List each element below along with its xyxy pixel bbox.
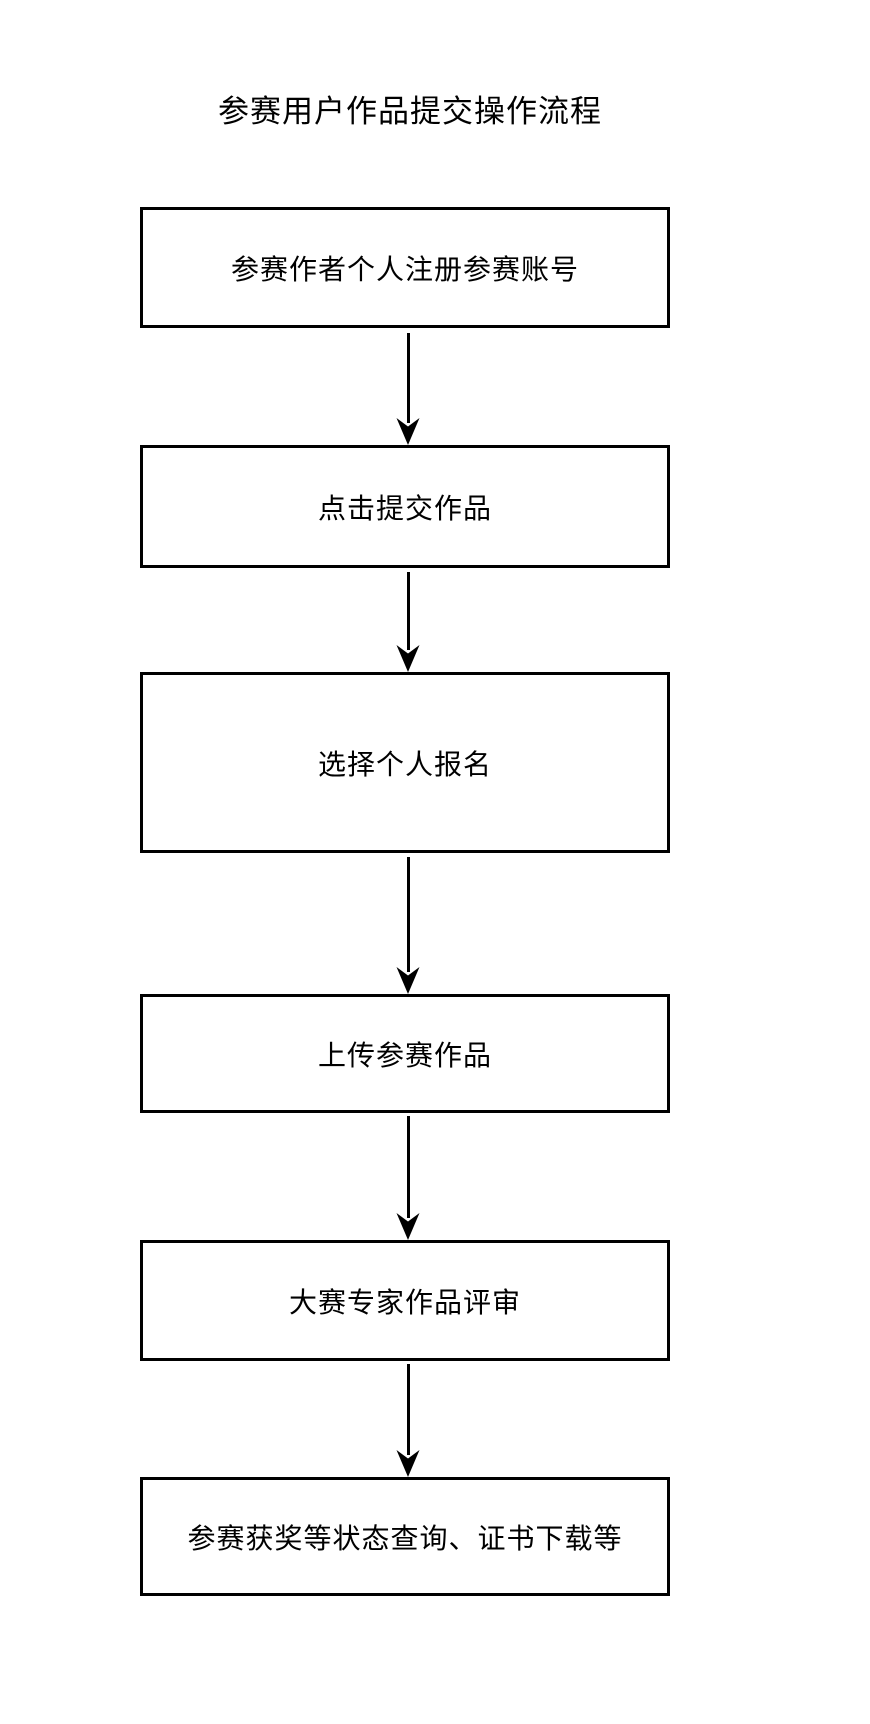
arrow-head-icon xyxy=(396,1450,420,1477)
arrow-shaft xyxy=(406,857,410,972)
down-arrow-icon xyxy=(394,857,422,994)
flow-step-label: 参赛作者个人注册参赛账号 xyxy=(230,253,579,285)
flow-step-label: 选择个人报名 xyxy=(317,748,492,780)
arrow-shaft xyxy=(406,1116,410,1218)
flow-step-select-individual-entry: 选择个人报名 xyxy=(140,672,670,853)
flow-step-label: 点击提交作品 xyxy=(317,492,492,524)
down-arrow-icon xyxy=(394,1116,422,1240)
arrow-shaft xyxy=(406,1364,410,1455)
flow-step-status-query-certificate-download: 参赛获奖等状态查询、证书下载等 xyxy=(140,1477,670,1596)
arrow-head-icon xyxy=(396,418,420,445)
flow-step-label: 参赛获奖等状态查询、证书下载等 xyxy=(187,1522,623,1554)
arrow-head-icon xyxy=(396,967,420,994)
flow-step-label: 大赛专家作品评审 xyxy=(288,1286,521,1318)
flow-step-register-account: 参赛作者个人注册参赛账号 xyxy=(140,207,670,328)
flow-step-label: 上传参赛作品 xyxy=(317,1039,492,1071)
arrow-shaft xyxy=(406,572,410,650)
flow-step-expert-review: 大赛专家作品评审 xyxy=(140,1240,670,1361)
flow-step-upload-work: 上传参赛作品 xyxy=(140,994,670,1113)
arrow-shaft xyxy=(406,333,410,423)
down-arrow-icon xyxy=(394,1364,422,1477)
arrow-head-icon xyxy=(396,1213,420,1240)
down-arrow-icon xyxy=(394,333,422,445)
down-arrow-icon xyxy=(394,572,422,672)
diagram-title: 参赛用户作品提交操作流程 xyxy=(218,94,602,129)
arrow-head-icon xyxy=(396,645,420,672)
flow-step-click-submit: 点击提交作品 xyxy=(140,445,670,568)
